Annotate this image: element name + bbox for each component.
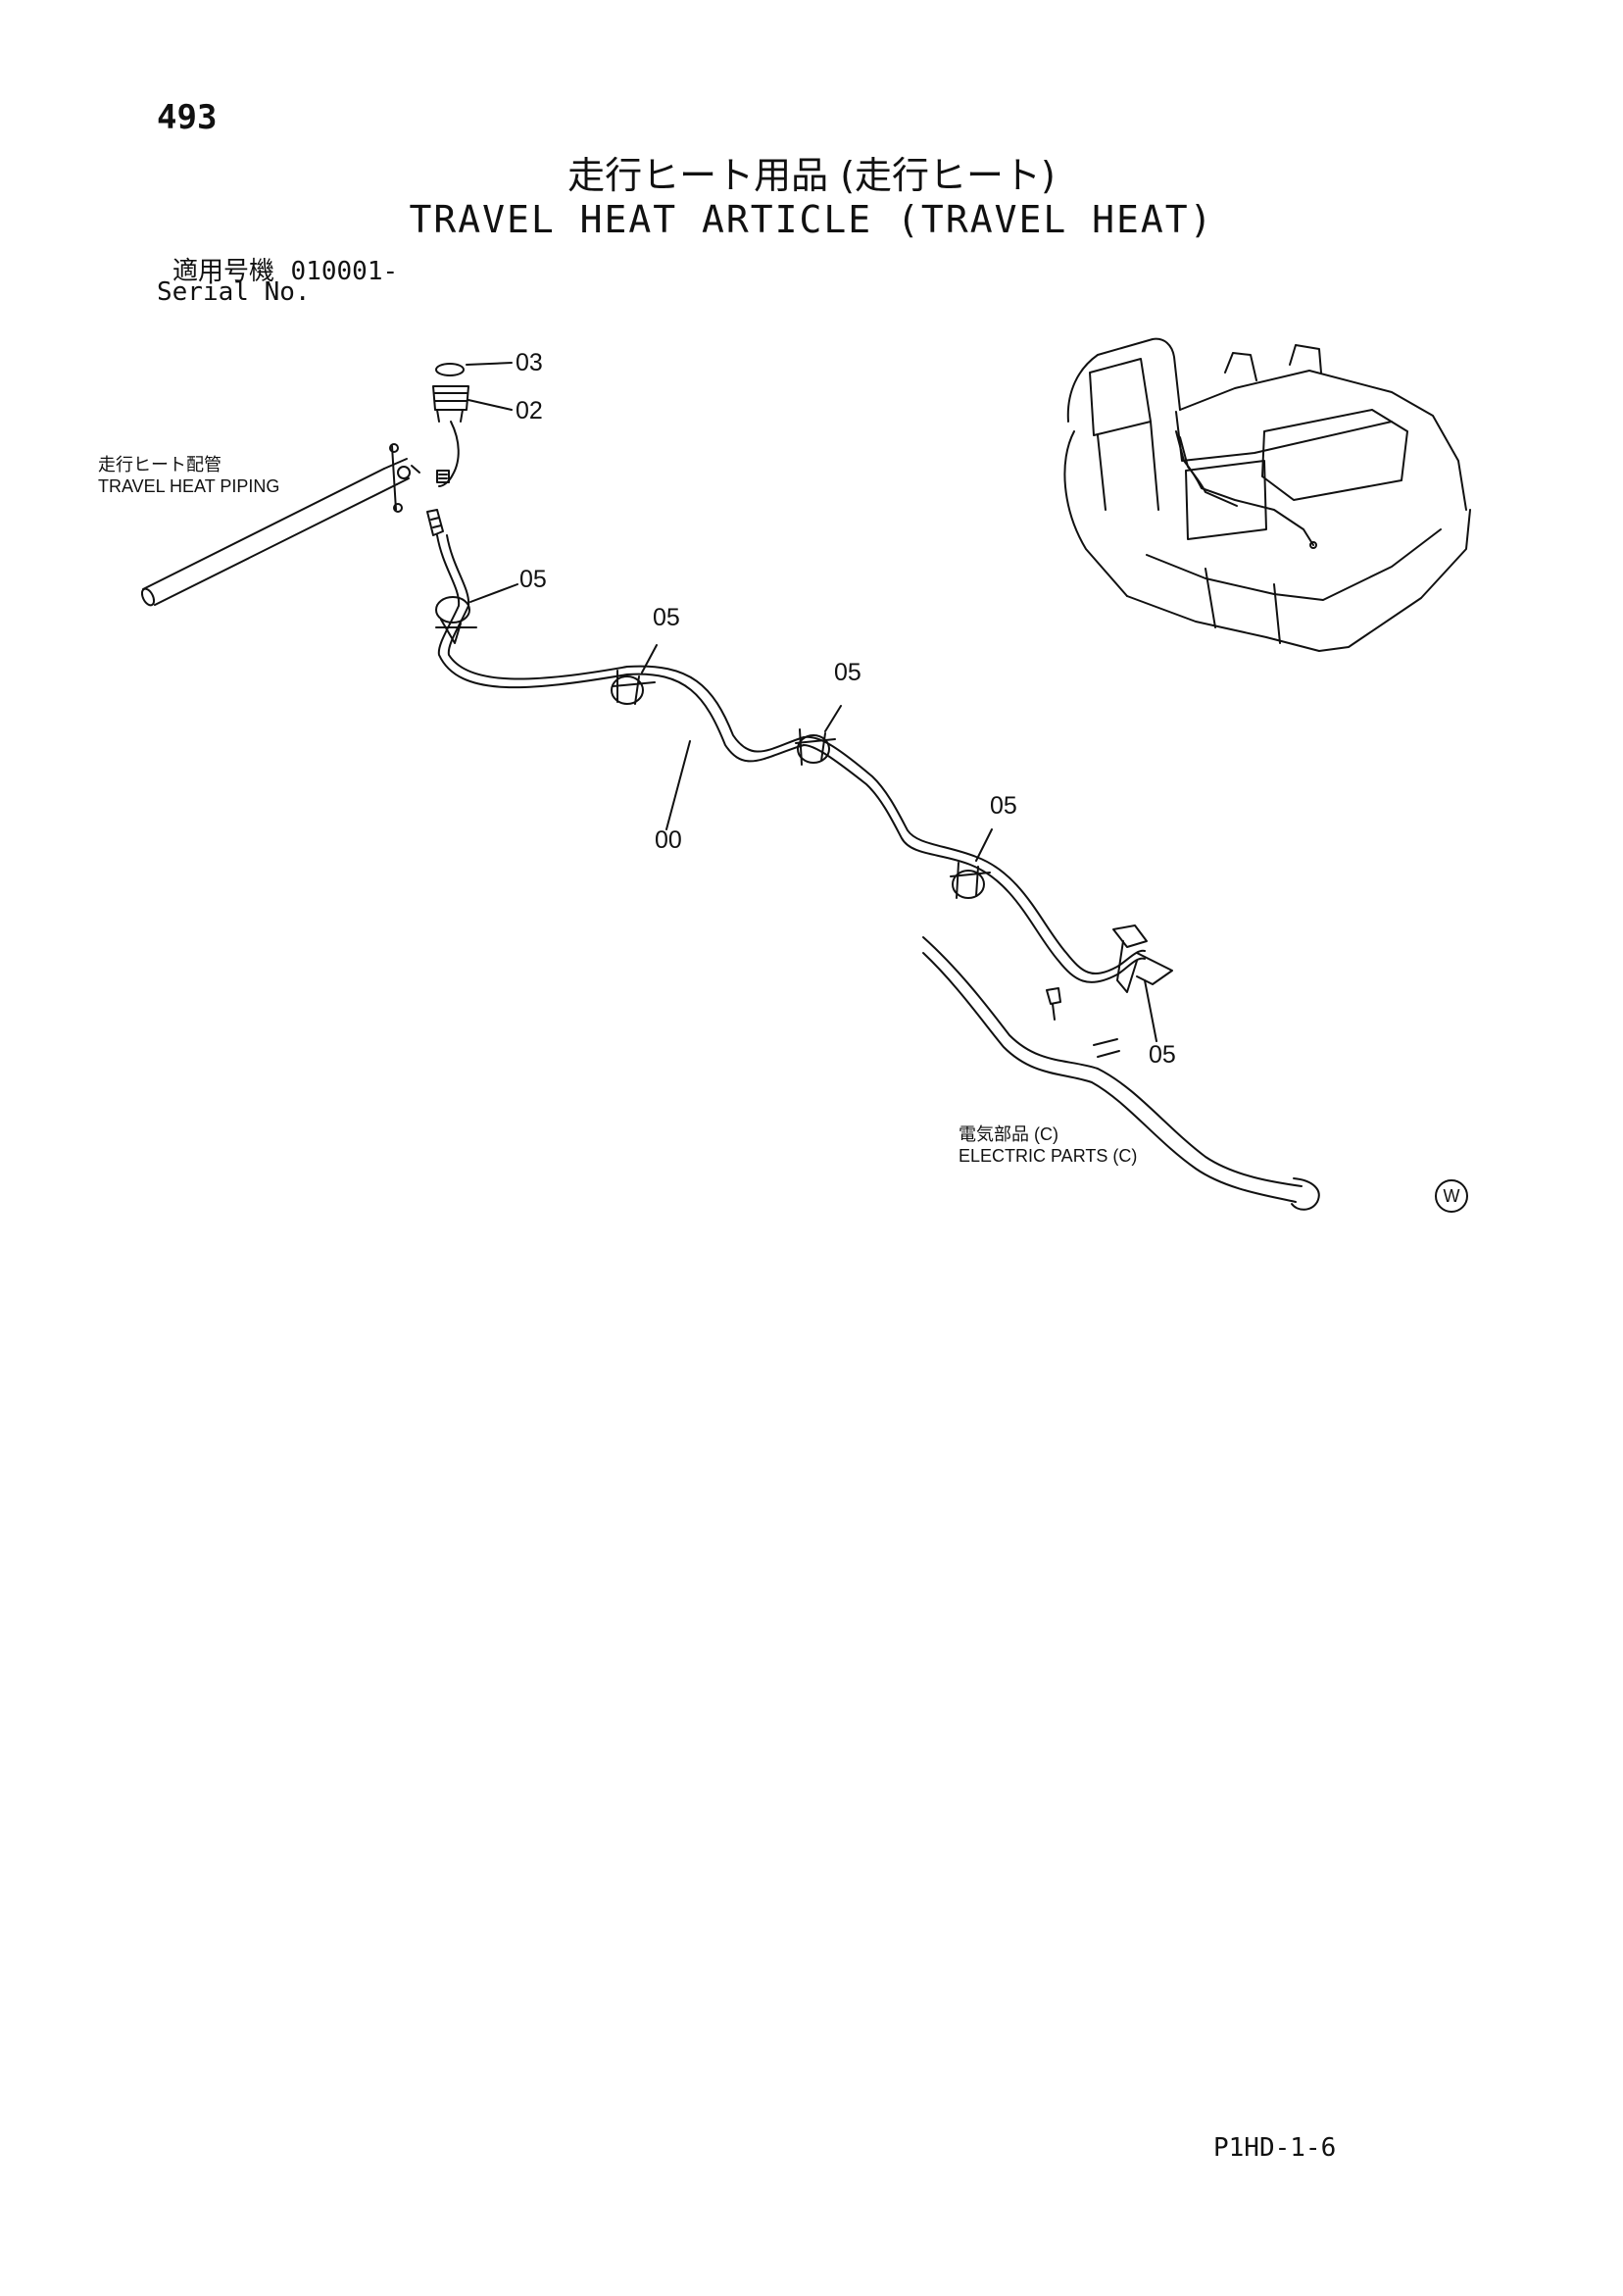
- callout-05-clamp-2: 05: [653, 604, 680, 631]
- title-japanese: 走行ヒート用品 (走行ヒート): [567, 154, 1056, 197]
- clamp-05-1: [435, 583, 518, 644]
- electric-label-jp: 電気部品 (C): [959, 1124, 1058, 1144]
- connector-02-03: [432, 362, 513, 487]
- callout-05-clamp-3: 05: [834, 659, 861, 686]
- electric-parts-hose: [922, 936, 1320, 1211]
- serial-value: 010001-: [290, 257, 399, 286]
- piping-label-en: TRAVEL HEAT PIPING: [98, 476, 280, 496]
- electric-label-en: ELECTRIC PARTS (C): [959, 1146, 1138, 1166]
- serial-label-jp: 適用号機: [172, 257, 275, 286]
- excavator-overview: [1063, 337, 1471, 652]
- clamp-05-2: [611, 644, 658, 705]
- callout-03: 03: [516, 349, 543, 376]
- harness-plug: [426, 509, 444, 536]
- clamp-05-5: [1112, 924, 1173, 1042]
- piping-reference: 走行ヒート配管 TRAVEL HEAT PIPING: [98, 454, 279, 497]
- serial-label-en: Serial No.: [157, 277, 311, 307]
- callout-05-clamp-1: 05: [519, 566, 547, 593]
- title-english: TRAVEL HEAT ARTICLE (TRAVEL HEAT): [409, 198, 1214, 241]
- piping-label-jp: 走行ヒート配管: [98, 455, 221, 474]
- clamp-05-4: [950, 828, 993, 899]
- callout-05-clamp-4: 05: [990, 792, 1017, 820]
- callout-05-clamp-5: 05: [1149, 1041, 1176, 1069]
- clamp-05-3: [795, 705, 842, 766]
- w-mark: W: [1435, 1179, 1468, 1213]
- serial-line: 適用号機 010001-: [172, 251, 398, 287]
- page-number: 493: [157, 98, 218, 137]
- travel-heat-piping: [140, 443, 420, 607]
- callout-00-harness: 00: [655, 826, 682, 854]
- harness-00: [436, 534, 1146, 983]
- footer-code: P1HD-1-6: [1213, 2133, 1337, 2163]
- electric-reference: 電気部品 (C) ELECTRIC PARTS (C): [959, 1123, 1137, 1167]
- callout-02: 02: [516, 397, 543, 424]
